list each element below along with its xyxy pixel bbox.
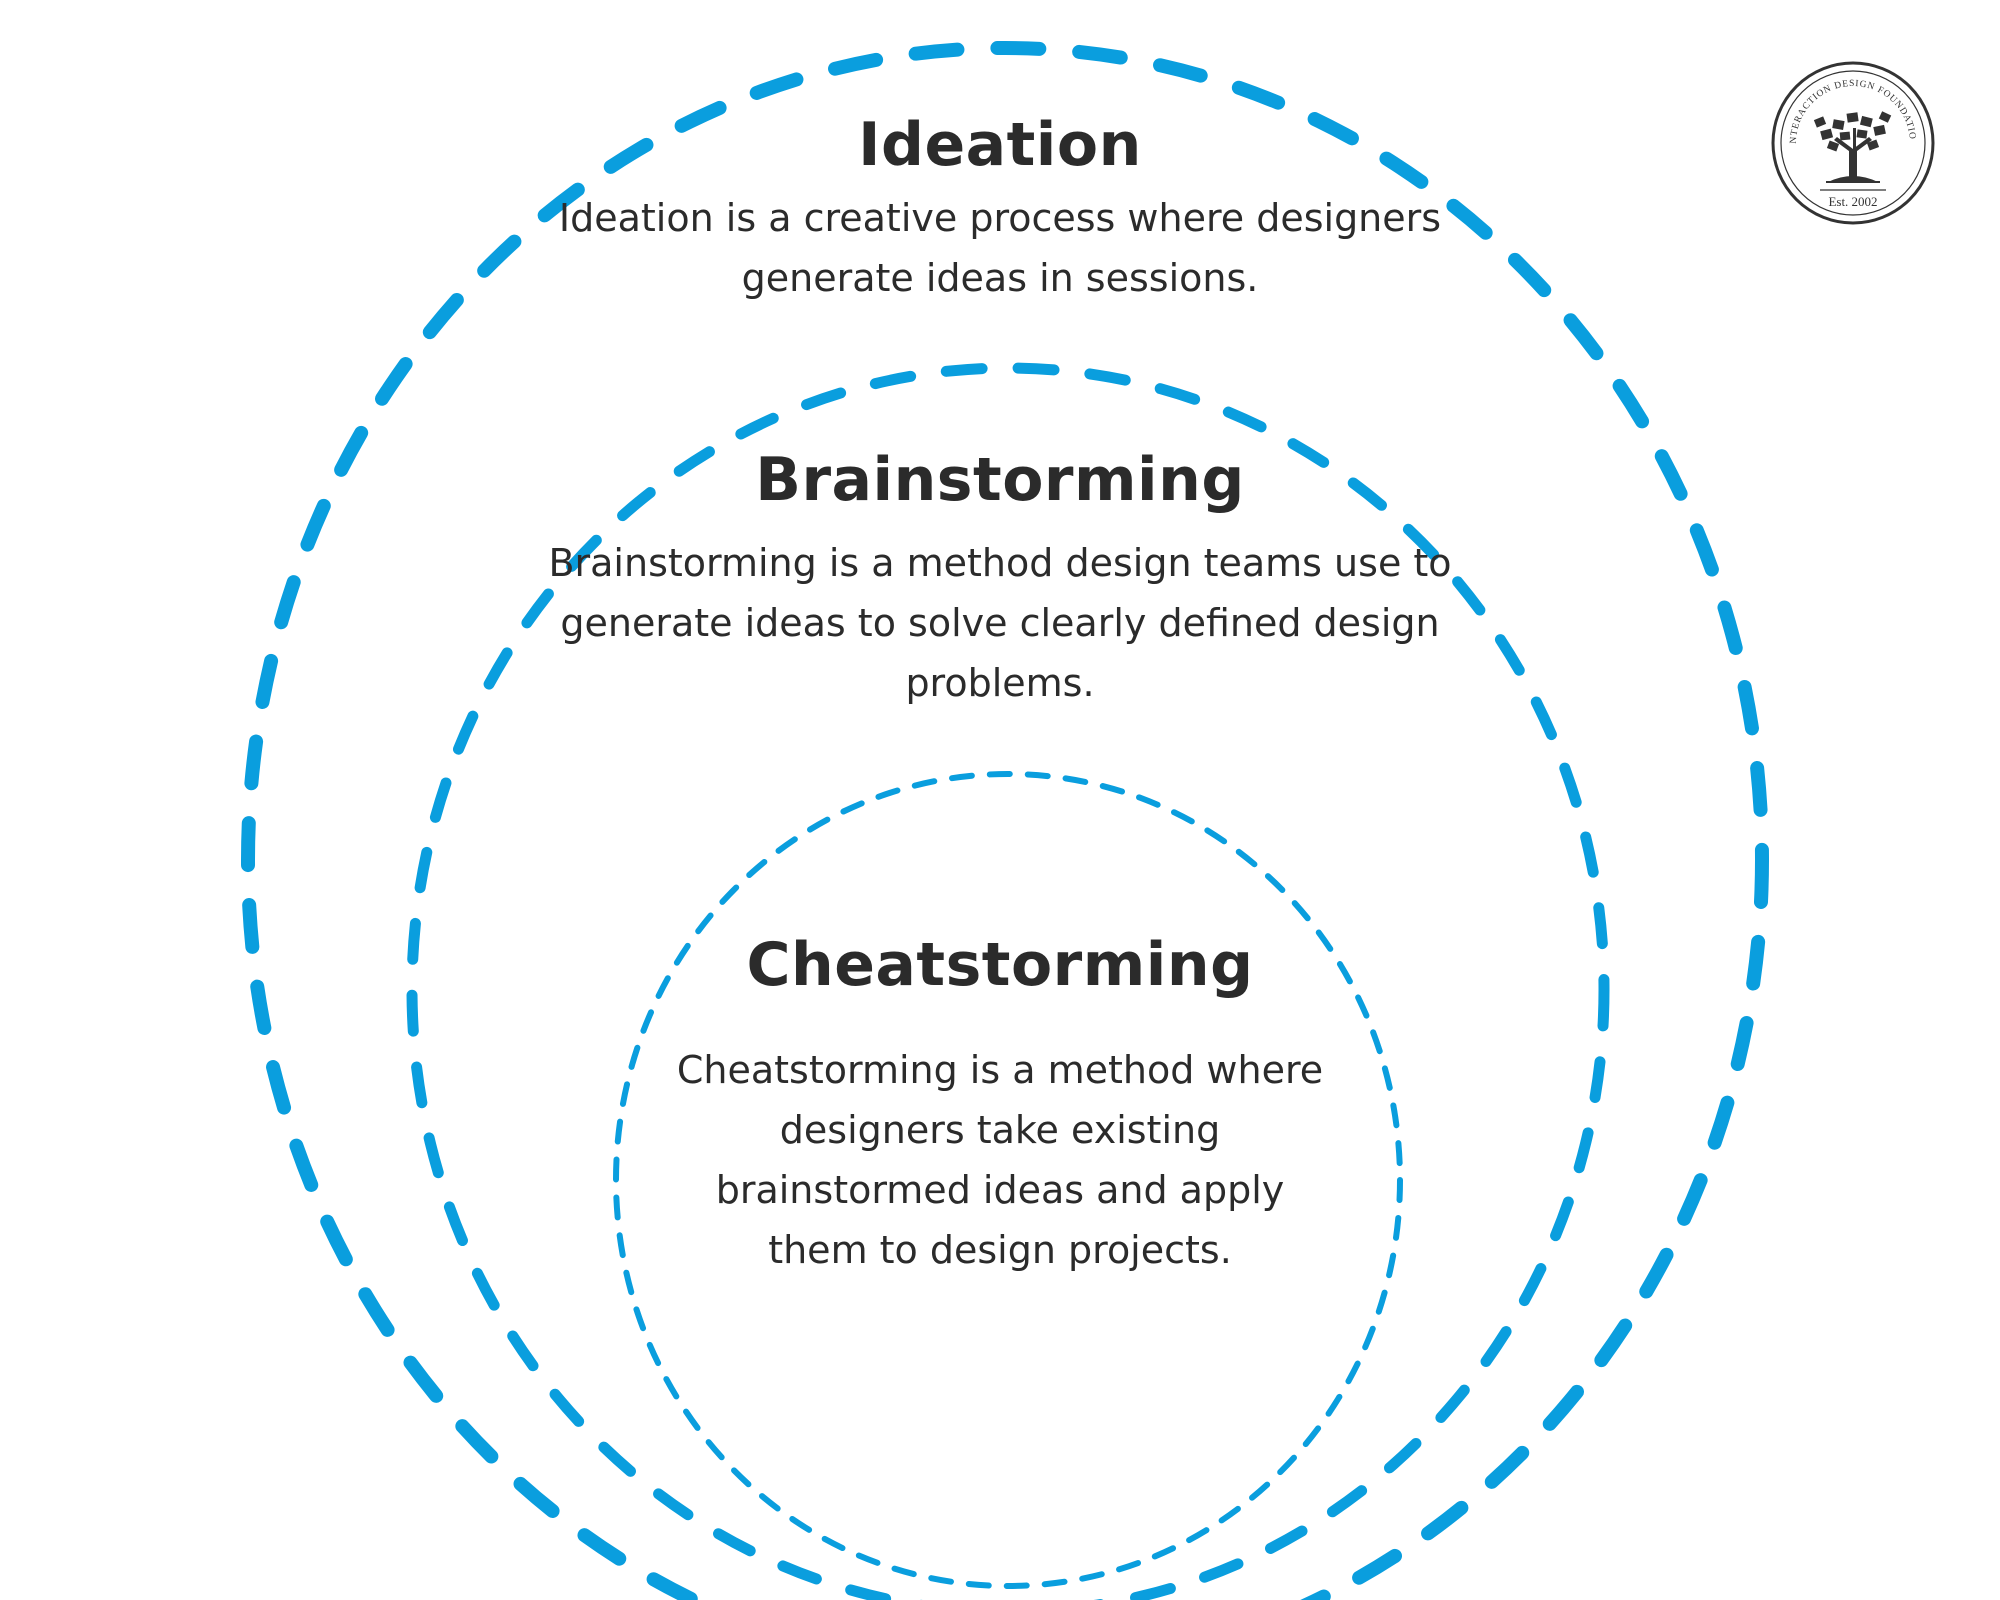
tree-icon (1813, 111, 1892, 183)
interaction-design-foundation-logo: INTERACTION DESIGN FOUNDATION Est. 2002 (1768, 58, 1935, 225)
logo-established-text: Est. 2002 (1828, 194, 1877, 209)
cheatstorming-description: Cheatstorming is a method where designer… (620, 1040, 1380, 1280)
cheatstorming-description-line: designers take existing (779, 1108, 1221, 1152)
ideation-description: Ideation is a creative process where des… (500, 188, 1500, 308)
brainstorming-description-line: problems. (905, 661, 1095, 705)
cheatstorming-description-line: brainstormed ideas and apply (715, 1168, 1285, 1212)
cheatstorming-title: Cheatstorming (746, 930, 1254, 1000)
ideation-description-line: Ideation is a creative process where des… (558, 196, 1442, 240)
brainstorming-description: Brainstorming is a method design teams u… (500, 533, 1500, 713)
ideation-title: Ideation (858, 110, 1142, 180)
ideation-block: Ideation Ideation is a creative process … (500, 110, 1500, 308)
ideation-description-line: generate ideas in sessions. (741, 256, 1259, 300)
brainstorming-ring (406, 362, 1610, 1600)
cheatstorming-description-line: them to design projects. (768, 1228, 1232, 1272)
cheatstorming-block: Cheatstorming Cheatstorming is a method … (620, 930, 1380, 1280)
brainstorming-description-line: Brainstorming is a method design teams u… (548, 541, 1452, 585)
brainstorming-title: Brainstorming (755, 445, 1245, 515)
brainstorming-block: Brainstorming Brainstorming is a method … (500, 445, 1500, 713)
cheatstorming-ring (613, 771, 1403, 1589)
brainstorming-description-line: generate ideas to solve clearly defined … (560, 601, 1440, 645)
cheatstorming-description-line: Cheatstorming is a method where (676, 1048, 1324, 1092)
ideation-ring (241, 41, 1769, 1600)
